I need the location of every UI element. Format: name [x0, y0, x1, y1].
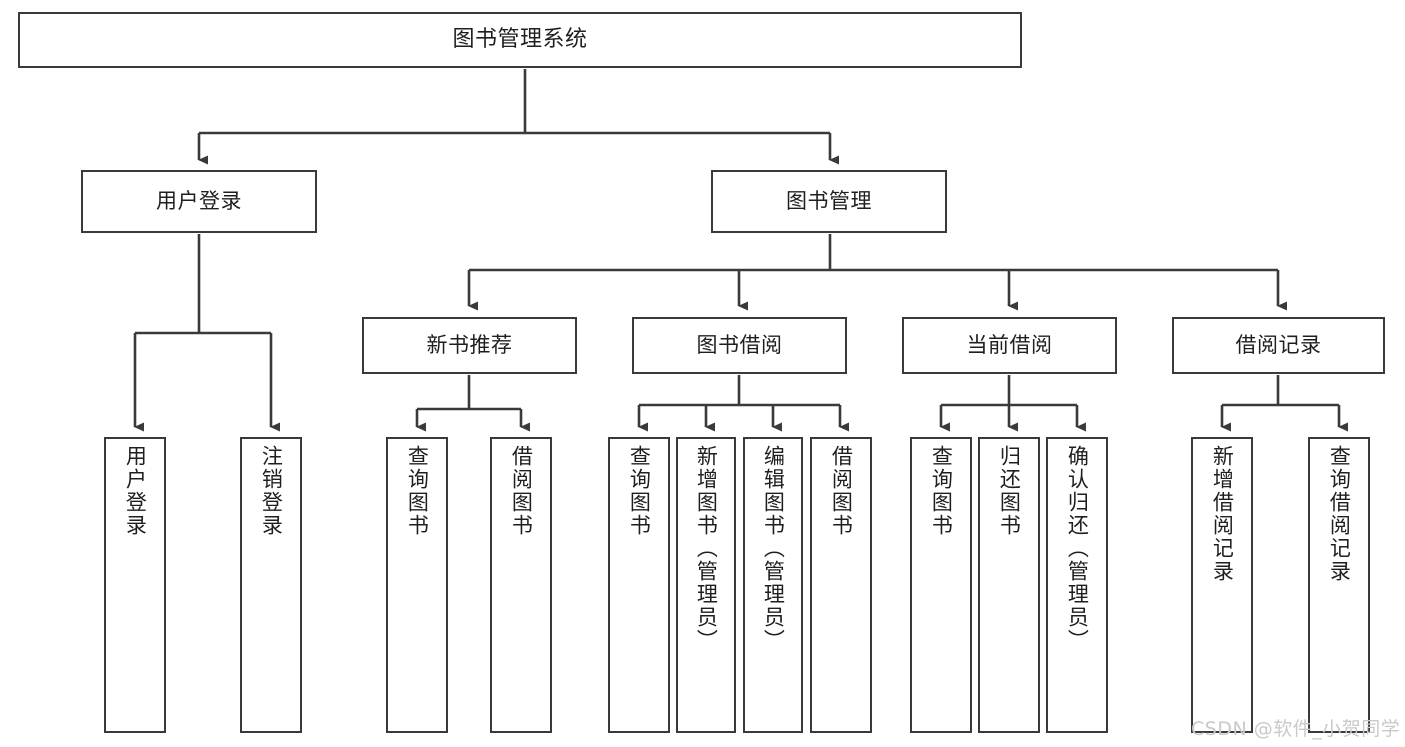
node-leaf-edit-book-admin[interactable]: 编辑图书（管理员） — [743, 437, 803, 733]
node-book-borrow[interactable]: 图书借阅 — [632, 317, 847, 374]
node-label: 归还图书 — [997, 445, 1022, 537]
node-book-management[interactable]: 图书管理 — [711, 170, 947, 233]
node-label: 图书管理 — [786, 189, 872, 214]
node-leaf-user-login[interactable]: 用户登录 — [104, 437, 166, 733]
node-label: 注销登录 — [259, 445, 284, 537]
node-label: 图书管理系统 — [452, 27, 588, 53]
node-label: 借阅图书 — [829, 445, 854, 537]
node-leaf-add-borrow-record[interactable]: 新增借阅记录 — [1191, 437, 1253, 733]
node-label: 查询图书 — [627, 445, 652, 537]
node-label: 图书借阅 — [696, 333, 783, 358]
csdn-watermark: CSDN @软件_小贺同学 — [1191, 718, 1401, 740]
node-leaf-query-book-borrow[interactable]: 查询图书 — [608, 437, 670, 733]
node-leaf-query-book-current[interactable]: 查询图书 — [910, 437, 972, 733]
node-label: 编辑图书（管理员） — [761, 445, 786, 652]
node-leaf-borrow-book-borrow[interactable]: 借阅图书 — [810, 437, 872, 733]
node-leaf-logout[interactable]: 注销登录 — [240, 437, 302, 733]
node-leaf-query-book-recommend[interactable]: 查询图书 — [386, 437, 448, 733]
node-label: 借阅图书 — [509, 445, 534, 537]
node-leaf-query-borrow-record[interactable]: 查询借阅记录 — [1308, 437, 1370, 733]
node-leaf-borrow-book-recommend[interactable]: 借阅图书 — [490, 437, 552, 733]
node-root-book-management-system[interactable]: 图书管理系统 — [18, 12, 1022, 68]
node-borrow-record[interactable]: 借阅记录 — [1172, 317, 1385, 374]
node-label: 用户登录 — [123, 445, 148, 537]
node-leaf-confirm-return-admin[interactable]: 确认归还（管理员） — [1046, 437, 1108, 733]
node-user-login[interactable]: 用户登录 — [81, 170, 317, 233]
node-label: 查询借阅记录 — [1327, 445, 1352, 583]
node-label: 当前借阅 — [966, 333, 1053, 358]
node-label: 借阅记录 — [1235, 333, 1322, 358]
node-label: 新增借阅记录 — [1210, 445, 1235, 583]
node-label: 确认归还（管理员） — [1065, 445, 1090, 652]
node-leaf-add-book-admin[interactable]: 新增图书（管理员） — [676, 437, 736, 733]
node-current-borrow[interactable]: 当前借阅 — [902, 317, 1117, 374]
node-label: 新增图书（管理员） — [694, 445, 719, 652]
node-label: 用户登录 — [156, 189, 242, 214]
node-label: 查询图书 — [929, 445, 954, 537]
node-leaf-return-book[interactable]: 归还图书 — [978, 437, 1040, 733]
node-label: 新书推荐 — [426, 333, 513, 358]
node-label: 查询图书 — [405, 445, 430, 537]
node-new-book-recommend[interactable]: 新书推荐 — [362, 317, 577, 374]
